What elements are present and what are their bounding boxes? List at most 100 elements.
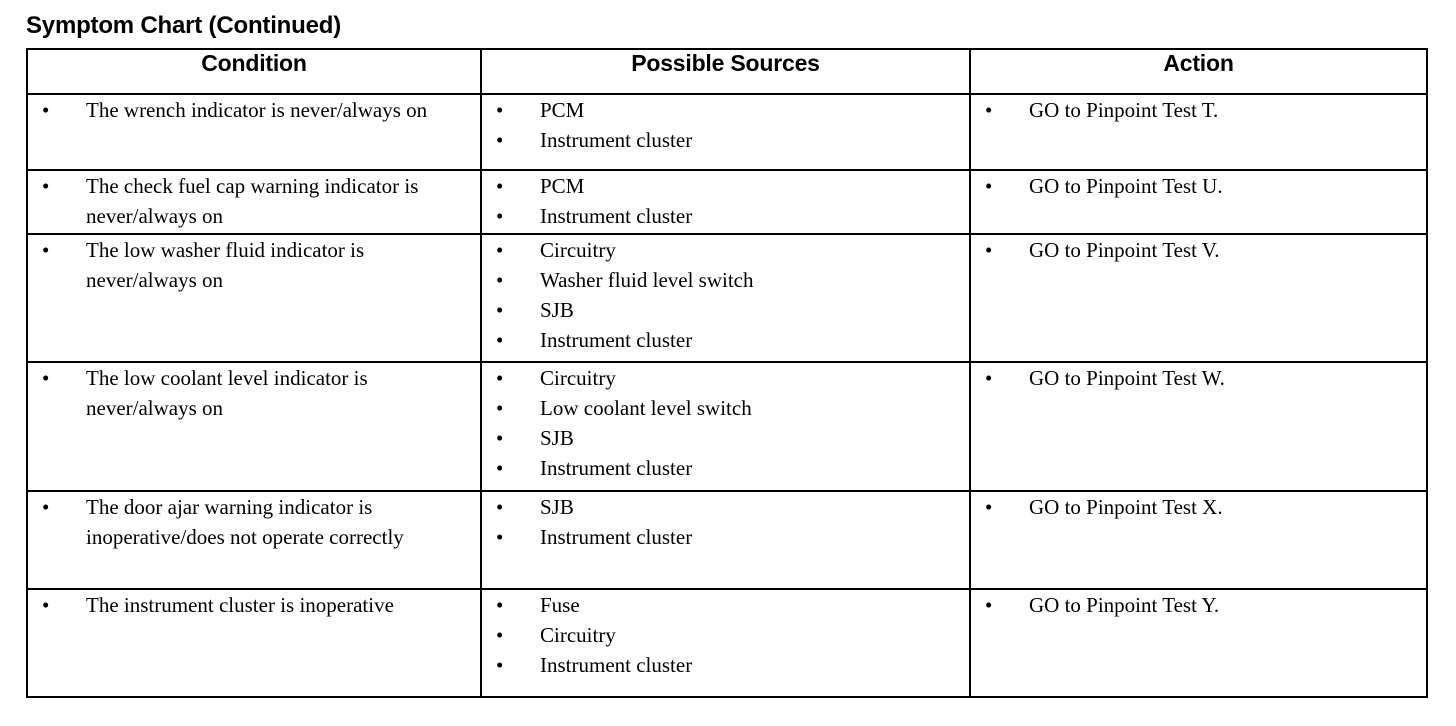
list-item: • SJB — [482, 295, 969, 325]
list-item: • Washer fluid level switch — [482, 265, 969, 295]
list-item-label: Low coolant level switch — [540, 396, 752, 420]
list-item-label: PCM — [540, 98, 585, 122]
list-item-label: Instrument cluster — [540, 204, 693, 228]
list-item: • Low coolant level switch — [482, 393, 969, 423]
bullet-list: •GO to Pinpoint Test U. — [971, 171, 1426, 201]
bullet-list: •The low washer fluid indicator is never… — [28, 235, 480, 295]
list-item: • GO to Pinpoint Test W. — [971, 363, 1426, 393]
list-item: •Instrument cluster — [482, 325, 969, 355]
cell-condition: •The instrument cluster is inoperative — [26, 588, 482, 698]
bullet-icon: • — [496, 298, 504, 322]
bullet-icon: • — [496, 653, 504, 677]
bullet-icon: • — [496, 268, 504, 292]
bullet-list: •Circuitry•Low coolant level switch•SJB•… — [482, 363, 969, 483]
list-item: • Circuitry — [482, 620, 969, 650]
bullet-list: • The wrench indicator is never/always on — [28, 95, 480, 125]
bullet-icon: • — [42, 98, 50, 122]
column-header-possible-sources: Possible Sources — [480, 48, 971, 95]
cell-action: • GO to Pinpoint Test V. — [969, 233, 1428, 363]
cell-action: •GO to Pinpoint Test T. — [969, 93, 1428, 171]
list-item-label: Fuse — [540, 593, 580, 617]
list-item-label: Instrument cluster — [540, 653, 693, 677]
bullet-list: •Fuse • Circuitry • Instrument cluster — [482, 590, 969, 680]
bullet-list: •The instrument cluster is inoperative — [28, 590, 480, 620]
bullet-icon: • — [496, 204, 504, 228]
cell-sources: •Circuitry•Low coolant level switch•SJB•… — [480, 361, 971, 492]
list-item-label: The check fuel cap warning indicator is … — [86, 174, 419, 228]
table-body: • The wrench indicator is never/always on… — [26, 93, 1428, 698]
cell-condition: • The door ajar warning indicator is inop… — [26, 490, 482, 590]
column-header-condition: Condition — [26, 48, 482, 95]
bullet-icon: • — [496, 238, 504, 262]
cell-sources: • PCM •Instrument cluster — [480, 93, 971, 171]
list-item-label: SJB — [540, 298, 574, 322]
bullet-icon: • — [42, 174, 50, 198]
bullet-list: •SJB • Instrument cluster — [482, 492, 969, 552]
bullet-icon: • — [496, 525, 504, 549]
bullet-list: • The low coolant level indicator is neve… — [28, 363, 480, 423]
list-item-label: The low coolant level indicator is never… — [86, 366, 368, 420]
list-item: • Instrument cluster — [482, 522, 969, 552]
bullet-icon: • — [496, 98, 504, 122]
list-item: •The instrument cluster is inoperative — [28, 590, 480, 620]
bullet-icon: • — [496, 328, 504, 352]
cell-sources: •PCM • Instrument cluster — [480, 169, 971, 235]
list-item: •Instrument cluster — [482, 453, 969, 483]
list-item-label: The door ajar warning indicator is inope… — [86, 495, 404, 549]
bullet-icon: • — [42, 366, 50, 390]
table-row: • The check fuel cap warning indicator is… — [26, 169, 1428, 235]
bullet-icon: • — [42, 238, 50, 262]
list-item: • The door ajar warning indicator is inop… — [28, 492, 480, 552]
page-title: Symptom Chart (Continued) — [26, 12, 341, 39]
list-item-label: Circuitry — [540, 623, 616, 647]
cell-condition: •The low washer fluid indicator is never… — [26, 233, 482, 363]
table-row: • The door ajar warning indicator is inop… — [26, 490, 1428, 590]
list-item: •Fuse — [482, 590, 969, 620]
list-item: • The wrench indicator is never/always on — [28, 95, 480, 125]
bullet-icon: • — [496, 396, 504, 420]
bullet-icon: • — [985, 366, 993, 390]
list-item: • Instrument cluster — [482, 201, 969, 231]
list-item: •PCM — [482, 171, 969, 201]
list-item-label: GO to Pinpoint Test W. — [1029, 366, 1225, 390]
list-item-label: GO to Pinpoint Test T. — [1029, 98, 1219, 122]
list-item: • PCM — [482, 95, 969, 125]
bullet-list: • GO to Pinpoint Test W. — [971, 363, 1426, 393]
bullet-icon: • — [496, 128, 504, 152]
list-item: • Instrument cluster — [482, 650, 969, 680]
table-row: •The instrument cluster is inoperative•F… — [26, 588, 1428, 698]
list-item: •SJB — [482, 492, 969, 522]
list-item: •GO to Pinpoint Test X. — [971, 492, 1426, 522]
list-item-label: Washer fluid level switch — [540, 268, 754, 292]
cell-action: • GO to Pinpoint Test W. — [969, 361, 1428, 492]
cell-action: •GO to Pinpoint Test U. — [969, 169, 1428, 235]
column-header-action: Action — [969, 48, 1428, 95]
bullet-list: •GO to Pinpoint Test Y. — [971, 590, 1426, 620]
list-item-label: Instrument cluster — [540, 525, 693, 549]
list-item: •The low washer fluid indicator is never… — [28, 235, 480, 295]
list-item: • The low coolant level indicator is neve… — [28, 363, 480, 423]
list-item-label: The wrench indicator is never/always on — [86, 98, 428, 122]
bullet-icon: • — [496, 366, 504, 390]
list-item: • GO to Pinpoint Test V. — [971, 235, 1426, 265]
bullet-icon: • — [496, 623, 504, 647]
bullet-icon: • — [985, 238, 993, 262]
bullet-icon: • — [985, 174, 993, 198]
cell-action: •GO to Pinpoint Test X. — [969, 490, 1428, 590]
list-item-label: Circuitry — [540, 238, 616, 262]
list-item-label: Instrument cluster — [540, 456, 693, 480]
bullet-icon: • — [42, 495, 50, 519]
bullet-list: •GO to Pinpoint Test X. — [971, 492, 1426, 522]
bullet-list: • Circuitry • Washer fluid level switch • SJB… — [482, 235, 969, 355]
bullet-list: • PCM •Instrument cluster — [482, 95, 969, 155]
list-item: •Instrument cluster — [482, 125, 969, 155]
list-item: •SJB — [482, 423, 969, 453]
list-item-label: PCM — [540, 174, 585, 198]
cell-sources: •Fuse • Circuitry • Instrument cluster — [480, 588, 971, 698]
bullet-list: •GO to Pinpoint Test T. — [971, 95, 1426, 125]
bullet-icon: • — [496, 426, 504, 450]
list-item-label: GO to Pinpoint Test X. — [1029, 495, 1223, 519]
bullet-icon: • — [42, 593, 50, 617]
list-item-label: GO to Pinpoint Test V. — [1029, 238, 1220, 262]
